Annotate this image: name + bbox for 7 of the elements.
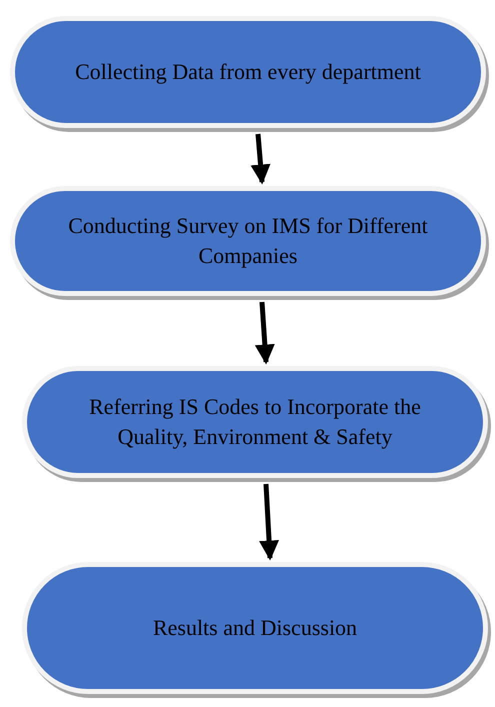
arrow (254, 302, 275, 364)
step-text: Results and Discussion (152, 614, 358, 642)
arrow (259, 484, 280, 560)
arrow (250, 134, 270, 184)
step-text: Collecting Data from every department (75, 58, 421, 86)
step-text: Conducting Survey on IMS for Different Companies (67, 212, 429, 270)
step-text: Referring IS Codes to Incorporate the Quality, Environment & Safety (88, 393, 422, 451)
